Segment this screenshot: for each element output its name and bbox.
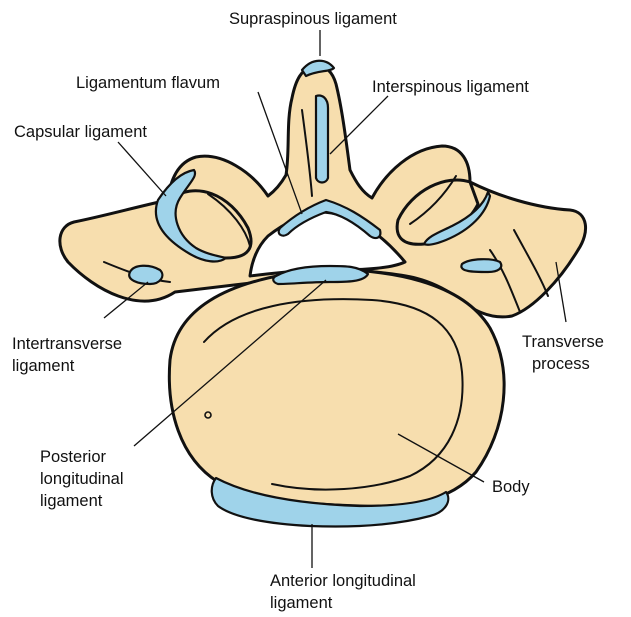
left-intertransverse-ligament-shape: [129, 266, 162, 284]
label-transverse-line2: process: [532, 355, 590, 373]
label-transverse-line1: Transverse: [522, 333, 604, 351]
label-body: Body: [492, 478, 530, 496]
label-ligamentum-flavum: Ligamentum flavum: [76, 74, 220, 92]
label-posterior-line1: Posterior: [40, 448, 107, 466]
label-anterior-line2: ligament: [270, 594, 333, 612]
label-intertransverse-line1: Intertransverse: [12, 335, 122, 353]
interspinous-ligament-shape: [316, 96, 328, 183]
label-posterior-line3: ligament: [40, 492, 103, 510]
right-intertransverse-ligament-shape: [461, 259, 501, 272]
label-posterior-line2: longitudinal: [40, 470, 123, 488]
label-intertransverse-line2: ligament: [12, 357, 75, 375]
label-supraspinous-ligament: Supraspinous ligament: [229, 10, 397, 28]
label-anterior-line1: Anterior longitudinal: [270, 572, 416, 590]
leader-capsular: [118, 142, 166, 196]
vertebral-body: [169, 270, 504, 507]
label-interspinous-ligament: Interspinous ligament: [372, 78, 529, 96]
label-capsular-ligament: Capsular ligament: [14, 123, 147, 141]
